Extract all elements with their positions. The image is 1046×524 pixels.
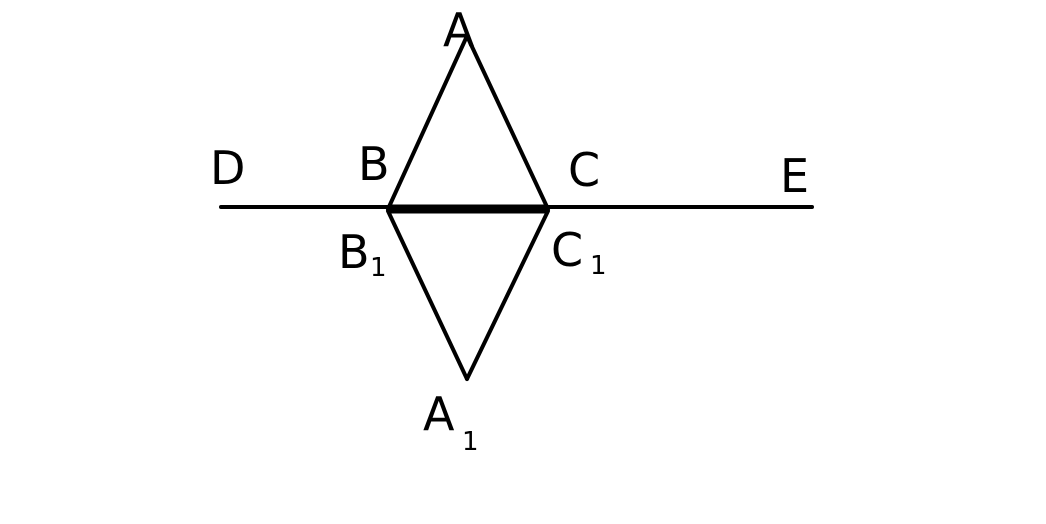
side-ab <box>386 34 469 211</box>
label-b: B <box>358 137 390 191</box>
label-a1: A <box>423 387 455 441</box>
side-ac <box>465 34 550 211</box>
side-a1b1 <box>386 209 469 381</box>
label-a: A <box>443 3 475 57</box>
label-c1: C <box>551 223 583 277</box>
label-c: C <box>568 143 600 197</box>
label-d: D <box>210 141 245 195</box>
side-a1c1 <box>465 209 550 381</box>
label-c1-subscript: 1 <box>590 251 607 281</box>
label-b1: B <box>338 225 370 279</box>
label-a1-subscript: 1 <box>462 427 479 457</box>
label-e: E <box>780 149 809 203</box>
label-b1-subscript: 1 <box>370 253 387 283</box>
